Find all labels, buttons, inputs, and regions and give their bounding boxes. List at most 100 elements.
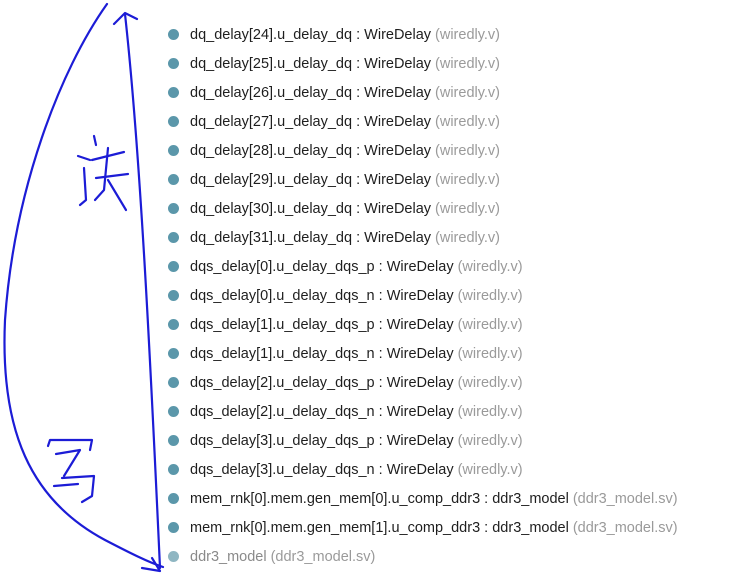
source-file: (wiredly.v) (435, 142, 501, 159)
instance-name: dq_delay[25].u_delay_dq (190, 55, 353, 72)
module-name: WireDelay (364, 200, 432, 217)
separator: : (352, 171, 365, 188)
node-dot-icon (168, 145, 179, 156)
node-dot-icon (168, 319, 179, 330)
node-dot-icon (168, 464, 179, 475)
module-name: ddr3_model (492, 490, 569, 507)
source-file: (wiredly.v) (457, 461, 523, 478)
tree-item[interactable]: dq_delay[29].u_delay_dq : WireDelay(wire… (168, 165, 678, 194)
module-name: WireDelay (386, 403, 454, 420)
instance-name: dqs_delay[3].u_delay_dqs_p (190, 432, 375, 449)
instance-name: dq_delay[31].u_delay_dq (190, 229, 353, 246)
tree-item[interactable]: dqs_delay[2].u_delay_dqs_p : WireDelay(w… (168, 368, 678, 397)
node-dot-icon (168, 203, 179, 214)
source-file: (wiredly.v) (457, 374, 523, 391)
module-name: WireDelay (364, 142, 432, 159)
separator: : (480, 490, 493, 507)
tree-item[interactable]: dqs_delay[2].u_delay_dqs_n : WireDelay(w… (168, 397, 678, 426)
source-file: (wiredly.v) (457, 258, 523, 275)
module-name: ddr3_model (190, 548, 267, 565)
source-file: (ddr3_model.sv) (572, 519, 678, 536)
source-file: (wiredly.v) (457, 287, 523, 304)
source-file: (wiredly.v) (457, 432, 523, 449)
separator: : (374, 345, 387, 362)
module-name: WireDelay (386, 345, 454, 362)
instance-name: dqs_delay[0].u_delay_dqs_p (190, 258, 375, 275)
separator: : (374, 258, 387, 275)
tree-item[interactable]: dqs_delay[0].u_delay_dqs_p : WireDelay(w… (168, 252, 678, 281)
node-dot-icon (168, 116, 179, 127)
tree-item[interactable]: ddr3_model(ddr3_model.sv) (168, 542, 678, 571)
tree-item[interactable]: dq_delay[25].u_delay_dq : WireDelay(wire… (168, 49, 678, 78)
node-dot-icon (168, 290, 179, 301)
source-file: (wiredly.v) (435, 200, 501, 217)
source-file: (wiredly.v) (435, 55, 501, 72)
instance-name: dqs_delay[1].u_delay_dqs_p (190, 316, 375, 333)
tree-item[interactable]: mem_rnk[0].mem.gen_mem[0].u_comp_ddr3 : … (168, 484, 678, 513)
source-file: (ddr3_model.sv) (572, 490, 678, 507)
node-dot-icon (168, 58, 179, 69)
module-name: WireDelay (364, 26, 432, 43)
module-name: WireDelay (386, 432, 454, 449)
separator: : (352, 55, 365, 72)
hierarchy-tree: dq_delay[24].u_delay_dq : WireDelay(wire… (168, 20, 678, 571)
instance-name: dq_delay[24].u_delay_dq (190, 26, 353, 43)
module-name: WireDelay (364, 84, 432, 101)
source-file: (wiredly.v) (435, 26, 501, 43)
instance-name: dqs_delay[1].u_delay_dqs_n (190, 345, 375, 362)
source-file: (wiredly.v) (435, 113, 501, 130)
tree-item[interactable]: dq_delay[24].u_delay_dq : WireDelay(wire… (168, 20, 678, 49)
node-dot-icon (168, 435, 179, 446)
instance-name: dqs_delay[0].u_delay_dqs_n (190, 287, 375, 304)
module-name: WireDelay (364, 229, 432, 246)
separator: : (374, 374, 387, 391)
node-dot-icon (168, 551, 179, 562)
module-name: WireDelay (386, 374, 454, 391)
separator: : (374, 287, 387, 304)
tree-item[interactable]: dq_delay[28].u_delay_dq : WireDelay(wire… (168, 136, 678, 165)
node-dot-icon (168, 87, 179, 98)
source-file: (ddr3_model.sv) (270, 548, 376, 565)
tree-item[interactable]: dqs_delay[0].u_delay_dqs_n : WireDelay(w… (168, 281, 678, 310)
tree-item[interactable]: dqs_delay[1].u_delay_dqs_p : WireDelay(w… (168, 310, 678, 339)
tree-item[interactable]: dq_delay[26].u_delay_dq : WireDelay(wire… (168, 78, 678, 107)
tree-item[interactable]: dqs_delay[3].u_delay_dqs_n : WireDelay(w… (168, 455, 678, 484)
source-file: (wiredly.v) (435, 229, 501, 246)
separator: : (480, 519, 493, 536)
separator: : (352, 84, 365, 101)
separator: : (374, 316, 387, 333)
separator: : (352, 229, 365, 246)
instance-name: dq_delay[28].u_delay_dq (190, 142, 353, 159)
separator: : (352, 142, 365, 159)
annotation-arrow-bottom (140, 556, 162, 573)
module-name: WireDelay (386, 461, 454, 478)
module-name: WireDelay (364, 55, 432, 72)
node-dot-icon (168, 232, 179, 243)
module-name: WireDelay (364, 113, 432, 130)
node-dot-icon (168, 522, 179, 533)
node-dot-icon (168, 406, 179, 417)
instance-name: dqs_delay[3].u_delay_dqs_n (190, 461, 375, 478)
annotation-read-mark (76, 134, 130, 212)
tree-item[interactable]: dqs_delay[1].u_delay_dqs_n : WireDelay(w… (168, 339, 678, 368)
node-dot-icon (168, 174, 179, 185)
tree-item[interactable]: dq_delay[31].u_delay_dq : WireDelay(wire… (168, 223, 678, 252)
source-file: (wiredly.v) (457, 345, 523, 362)
instance-name: dq_delay[29].u_delay_dq (190, 171, 353, 188)
instance-name: dqs_delay[2].u_delay_dqs_p (190, 374, 375, 391)
tree-item[interactable]: dq_delay[30].u_delay_dq : WireDelay(wire… (168, 194, 678, 223)
separator: : (374, 432, 387, 449)
tree-item[interactable]: mem_rnk[0].mem.gen_mem[1].u_comp_ddr3 : … (168, 513, 678, 542)
instance-name: dqs_delay[2].u_delay_dqs_n (190, 403, 375, 420)
node-dot-icon (168, 493, 179, 504)
module-name: WireDelay (386, 316, 454, 333)
module-name: WireDelay (386, 287, 454, 304)
source-file: (wiredly.v) (435, 84, 501, 101)
annotation-inner-arc (123, 12, 162, 570)
tree-item[interactable]: dq_delay[27].u_delay_dq : WireDelay(wire… (168, 107, 678, 136)
module-name: WireDelay (364, 171, 432, 188)
source-file: (wiredly.v) (435, 171, 501, 188)
instance-name: dq_delay[27].u_delay_dq (190, 113, 353, 130)
instance-name: mem_rnk[0].mem.gen_mem[0].u_comp_ddr3 (190, 490, 481, 507)
tree-item[interactable]: dqs_delay[3].u_delay_dqs_p : WireDelay(w… (168, 426, 678, 455)
